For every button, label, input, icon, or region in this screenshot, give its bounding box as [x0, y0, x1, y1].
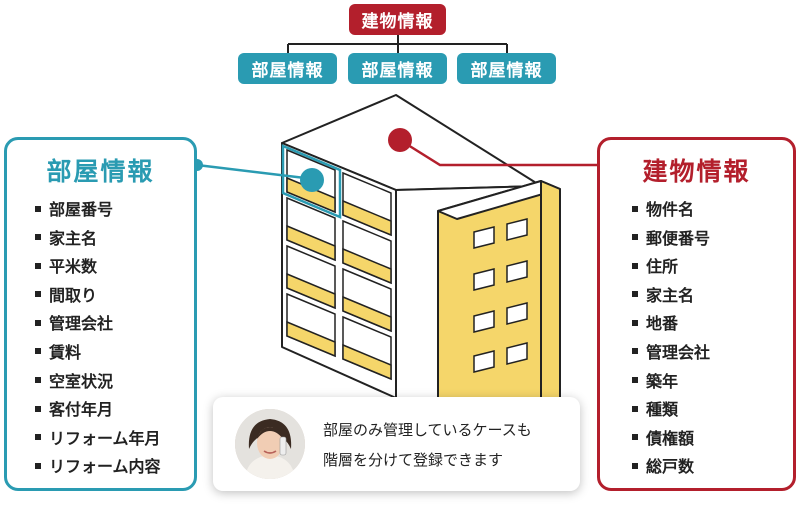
bullet-icon [35, 234, 41, 241]
bullet-icon [632, 434, 638, 441]
list-item: 賃料 [35, 339, 161, 368]
bullet-icon [35, 262, 41, 269]
room-info-label-3: 部屋情報 [457, 53, 556, 84]
list-item: 総戸数 [632, 453, 710, 482]
bullet-icon [632, 262, 638, 269]
callout-line-2: 階層を分けて登録できます [323, 451, 504, 469]
list-item: 間取り [35, 282, 161, 311]
room-info-panel: 部屋情報 部屋番号 家主名 平米数 間取り 管理会社 賃料 空室状況 客付年月 … [4, 137, 197, 491]
list-item: 住所 [632, 253, 710, 282]
room-info-title: 部屋情報 [46, 157, 155, 186]
bullet-icon [632, 234, 638, 241]
bullet-icon [35, 462, 41, 469]
bullet-icon [35, 377, 41, 384]
callout-line-1: 部屋のみ管理しているケースも [323, 421, 532, 439]
list-item: 空室状況 [35, 368, 161, 397]
list-item: 物件名 [632, 196, 710, 225]
bullet-icon [35, 205, 41, 212]
list-item: リフォーム年月 [35, 425, 161, 454]
list-item: 債権額 [632, 425, 710, 454]
bullet-icon [632, 205, 638, 212]
list-item: 管理会社 [35, 310, 161, 339]
list-item: リフォーム内容 [35, 453, 161, 482]
bullet-icon [35, 319, 41, 326]
person-avatar [235, 409, 305, 479]
callout-card: 部屋のみ管理しているケースも 階層を分けて登録できます [213, 397, 580, 491]
room-info-list: 部屋番号 家主名 平米数 間取り 管理会社 賃料 空室状況 客付年月 リフォーム… [35, 196, 161, 482]
bullet-icon [632, 348, 638, 355]
bullet-icon [632, 319, 638, 326]
list-item: 家主名 [35, 225, 161, 254]
bullet-icon [632, 462, 638, 469]
list-item: 平米数 [35, 253, 161, 282]
building-info-panel: 建物情報 物件名 郵便番号 住所 家主名 地番 管理会社 築年 種類 債権額 総… [597, 137, 796, 491]
building-info-root-label: 建物情報 [349, 4, 446, 35]
bullet-icon [35, 348, 41, 355]
list-item: 地番 [632, 310, 710, 339]
bullet-icon [632, 405, 638, 412]
list-item: 部屋番号 [35, 196, 161, 225]
building-info-list: 物件名 郵便番号 住所 家主名 地番 管理会社 築年 種類 債権額 総戸数 [632, 196, 710, 482]
list-item: 郵便番号 [632, 225, 710, 254]
bullet-icon [632, 291, 638, 298]
bullet-icon [35, 291, 41, 298]
bullet-icon [632, 377, 638, 384]
list-item: 管理会社 [632, 339, 710, 368]
room-info-label-1: 部屋情報 [238, 53, 337, 84]
room-info-label-2: 部屋情報 [348, 53, 447, 84]
bullet-icon [35, 434, 41, 441]
list-item: 築年 [632, 368, 710, 397]
list-item: 家主名 [632, 282, 710, 311]
list-item: 種類 [632, 396, 710, 425]
list-item: 客付年月 [35, 396, 161, 425]
bullet-icon [35, 405, 41, 412]
building-info-title: 建物情報 [642, 157, 751, 186]
